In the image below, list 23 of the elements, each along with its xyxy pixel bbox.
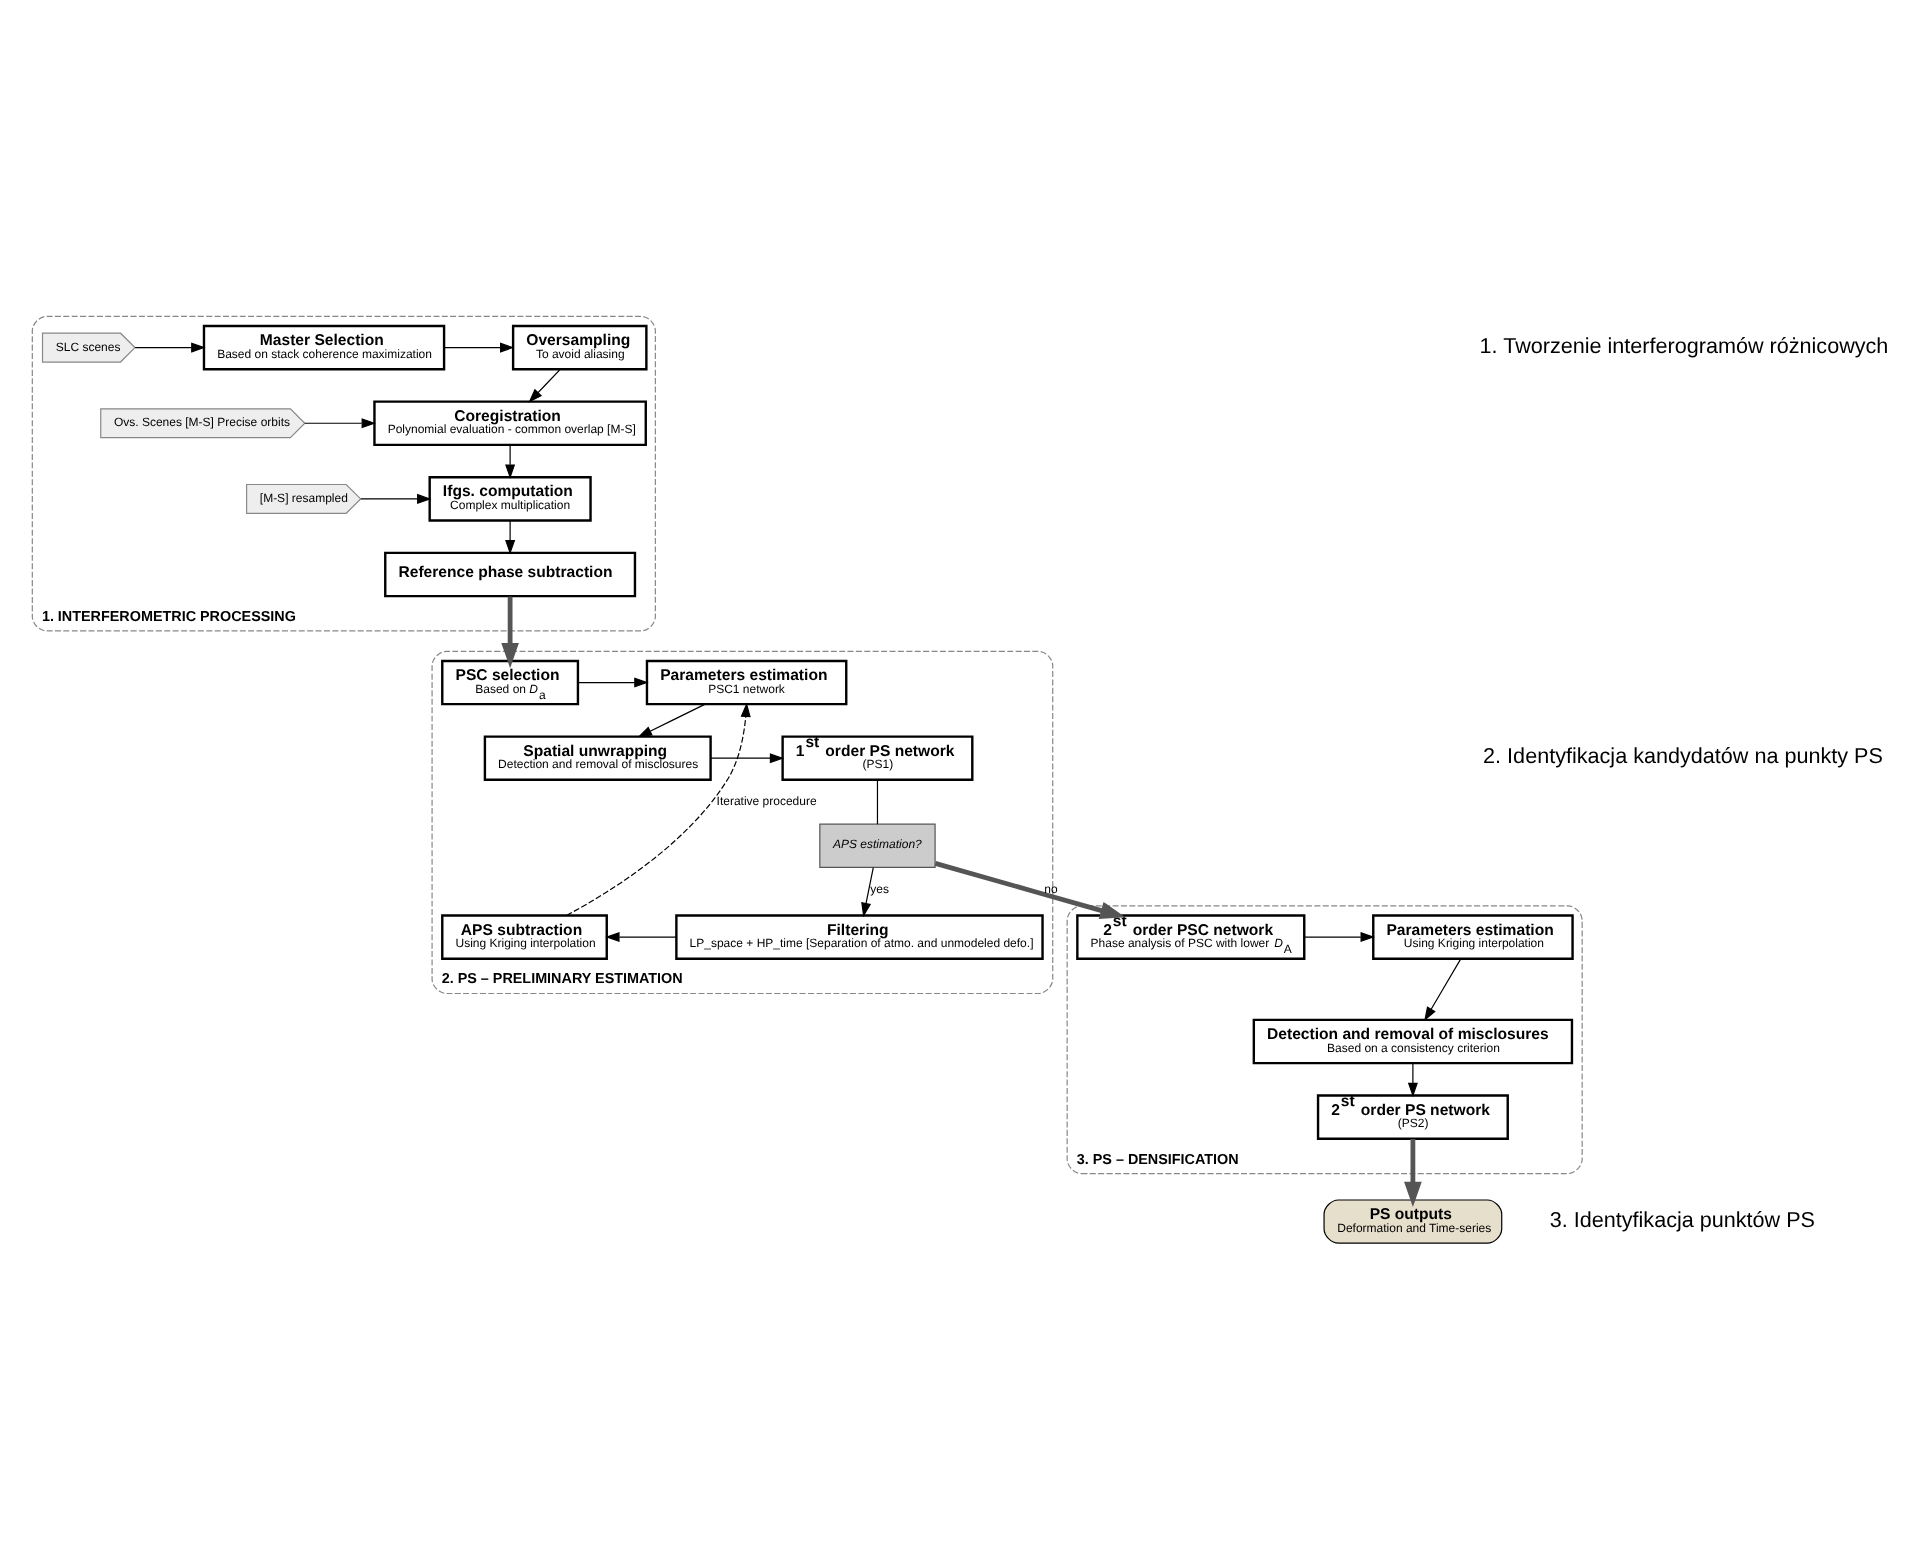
- arrow: [566, 702, 751, 916]
- arrow: [861, 867, 874, 918]
- arrow: [1303, 932, 1375, 943]
- arrow: [505, 520, 516, 555]
- arrow: [304, 418, 376, 429]
- arrow: [501, 596, 519, 669]
- arrow: [1407, 1062, 1418, 1098]
- arrow: [605, 932, 677, 943]
- arrow: [1424, 958, 1462, 1022]
- label: 3. Identyfikacja punktów PS: [1549, 1208, 1816, 1233]
- arrow: [443, 342, 515, 353]
- arrow: [505, 444, 516, 479]
- arrow: [134, 342, 206, 353]
- arrow: [934, 861, 1126, 919]
- arrow: [637, 703, 706, 738]
- label: 1. Tworzenie interferogramów różnicowych: [1479, 334, 1889, 359]
- connector: [876, 779, 879, 825]
- arrow: [528, 369, 561, 403]
- label: 2. Identyfikacja kandydatów na punkty PS: [1483, 745, 1883, 770]
- arrow: [577, 677, 649, 688]
- arrow: [1404, 1139, 1422, 1208]
- arrow: [360, 493, 432, 504]
- arrow: [710, 753, 785, 764]
